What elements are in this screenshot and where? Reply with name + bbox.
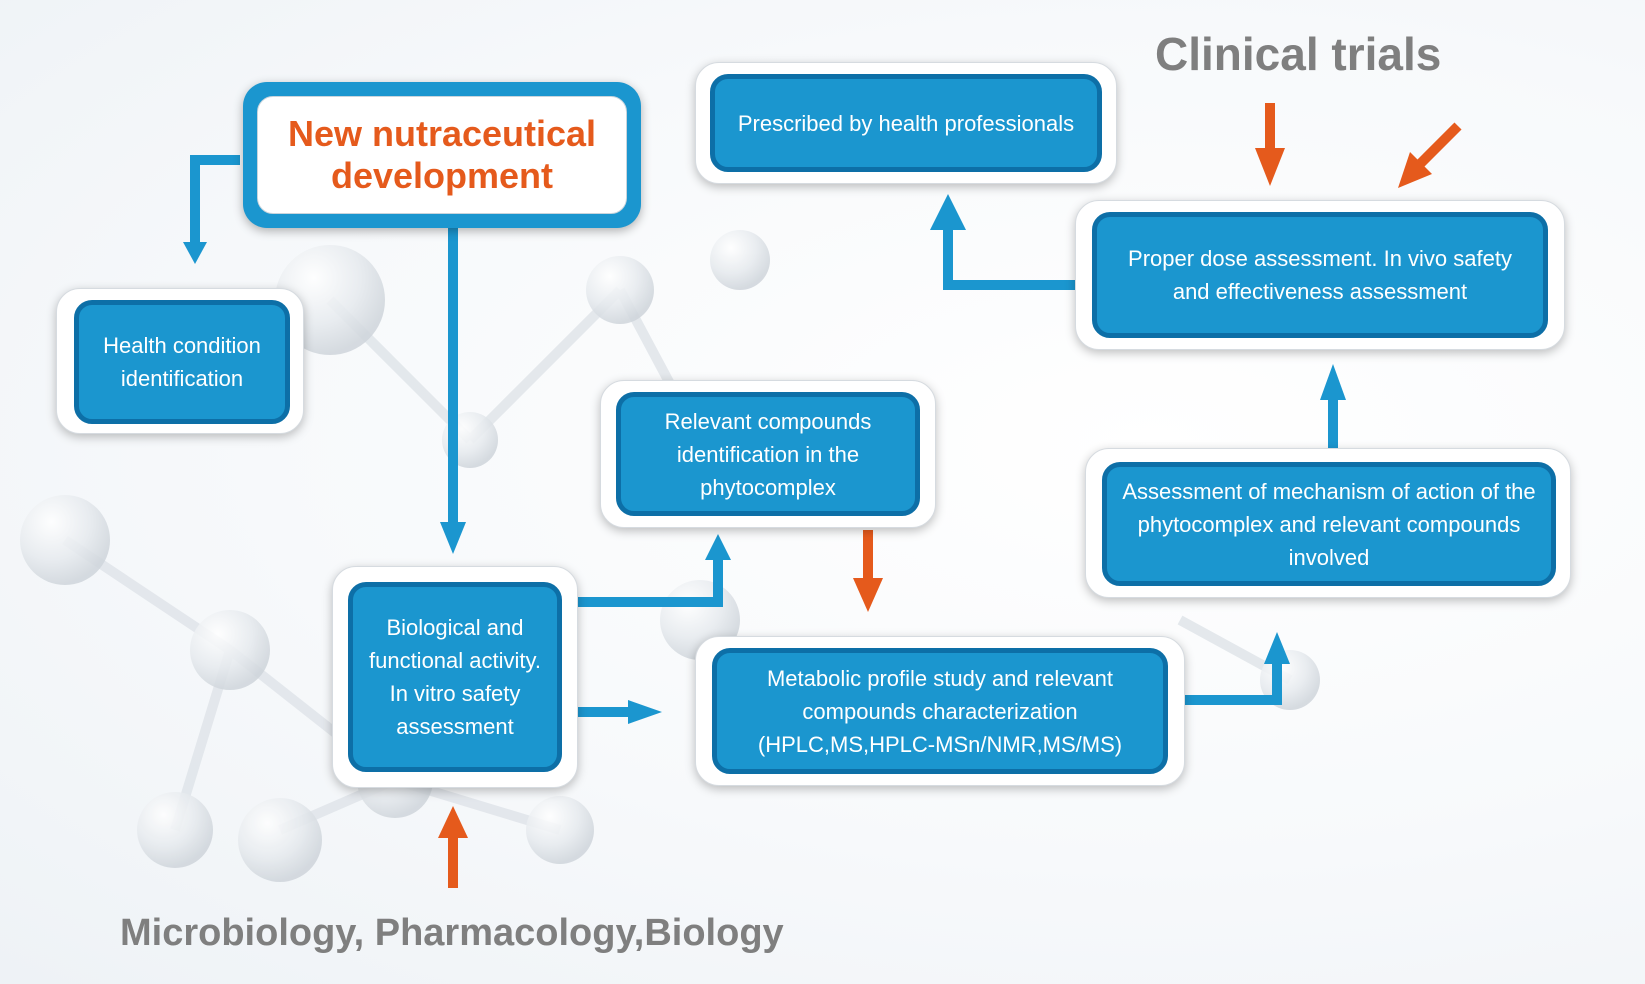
biological-activity-text: Biological and functional activity. In v… <box>368 615 541 739</box>
title-text: New nutraceutical development <box>257 96 627 214</box>
dose-assessment-box: Proper dose assessment. In vivo safety a… <box>1092 212 1548 338</box>
health-condition-box: Health condition identification <box>74 300 290 424</box>
metabolic-profile-box: Metabolic profile study and relevant com… <box>712 648 1168 774</box>
prescribed-box: Prescribed by health professionals <box>710 74 1102 172</box>
mechanism-of-action-box: Assessment of mechanism of action of the… <box>1102 462 1556 586</box>
relevant-compounds-box: Relevant compounds identification in the… <box>616 392 920 516</box>
title-frame: New nutraceutical development <box>243 82 641 228</box>
clinical-trials-label: Clinical trials <box>1155 28 1442 80</box>
disciplines-label: Microbiology, Pharmacology,Biology <box>120 912 784 954</box>
biological-activity-box: Biological and functional activity. In v… <box>348 582 562 772</box>
